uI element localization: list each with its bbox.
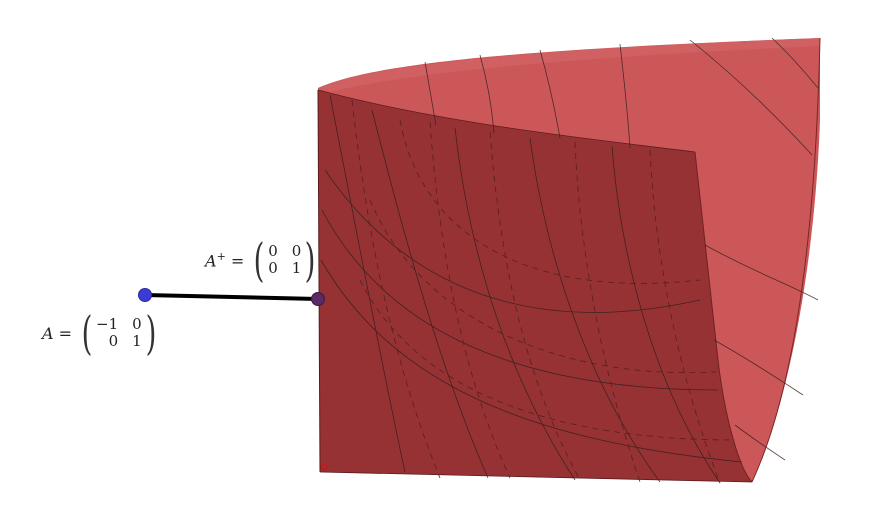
surface-bottom-edge: [319, 471, 753, 483]
surface-top-edge: [317, 89, 696, 153]
point-a[interactable]: [138, 288, 152, 302]
matrix-a-entries: −1 0 0 1: [96, 316, 142, 350]
matrix-a-plus-entry: 0: [268, 242, 278, 260]
matrix-a-plus-entry: 0: [268, 259, 278, 277]
surface-inner-edge: [694, 151, 753, 483]
matrix-a-plus: ( 0 0 0 1 ): [250, 233, 319, 287]
front-mesh-dashed: [351, 99, 736, 484]
surface-left-edge: [317, 89, 321, 473]
front-mesh-solid: [320, 94, 743, 484]
point-a-plus[interactable]: [311, 292, 325, 306]
matrix-a-entry: −1: [96, 315, 119, 333]
surface-right-edge: [751, 37, 821, 483]
label-a: A = ( −1 0 0 1 ): [42, 306, 160, 360]
matrix-a-plus-entry: 1: [291, 259, 302, 277]
surface-front-face: [318, 90, 752, 482]
back-mesh-lines: [424, 37, 819, 461]
matrix-a-entry: 1: [132, 332, 142, 350]
matrix-a-plus-entry: 0: [291, 242, 302, 260]
matrix-a-entry: 0: [108, 332, 119, 350]
matrix-a-plus-left-paren: (: [253, 233, 265, 287]
label-a-plus-lhs: A+ =: [205, 249, 245, 271]
matrix-a-right-paren: ): [145, 306, 157, 360]
label-a-plus: A+ = ( 0 0 0 1 ): [205, 233, 319, 287]
matrix-a-plus-entries: 0 0 0 1: [268, 243, 301, 277]
surface-back-face: [318, 38, 820, 482]
matrix-a: ( −1 0 0 1 ): [78, 306, 160, 360]
origin-marker: [320, 463, 328, 471]
matrix-a-entry: 0: [132, 315, 142, 333]
matrix-a-plus-right-paren: ): [304, 233, 316, 287]
segment-a-to-a-plus[interactable]: [144, 293, 319, 301]
label-a-lhs: A =: [42, 323, 73, 343]
matrix-a-left-paren: (: [81, 306, 93, 360]
surface-rim: [318, 38, 820, 92]
